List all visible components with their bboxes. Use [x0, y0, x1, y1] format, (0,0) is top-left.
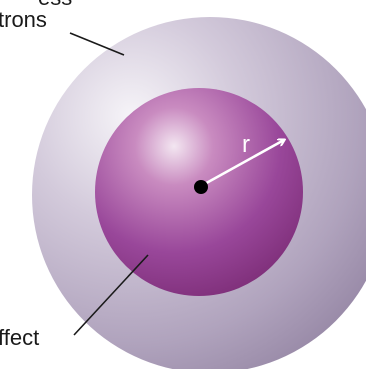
radius-arrow [200, 140, 284, 188]
radius-label: r [242, 131, 250, 158]
outer-label: trons [0, 7, 47, 32]
outer-leader-line [69, 32, 125, 56]
outer-label-partial: ess [38, 0, 72, 9]
nucleus-dot [194, 180, 208, 194]
inner-leader-line [73, 254, 149, 336]
inner-label: ffect [0, 325, 40, 350]
